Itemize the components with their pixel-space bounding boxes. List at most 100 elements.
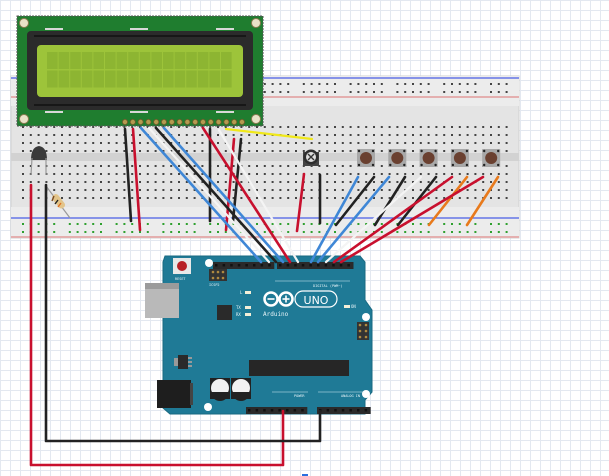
breadboard-hole	[232, 181, 235, 183]
wire	[332, 175, 454, 264]
push-button[interactable]	[357, 149, 375, 167]
breadboard-hole	[380, 126, 383, 128]
breadboard-hole	[505, 197, 508, 199]
breadboard-hole	[248, 126, 251, 128]
breadboard-hole	[248, 142, 251, 144]
breadboard-hole	[326, 181, 329, 183]
lcd-module[interactable]	[16, 15, 264, 127]
push-button[interactable]	[419, 149, 438, 167]
header-socket	[230, 264, 233, 267]
rail-hole	[466, 231, 469, 233]
breadboard-hole	[326, 165, 329, 167]
breadboard-hole	[193, 197, 196, 199]
breadboard-hole	[146, 150, 149, 152]
breadboard-hole	[263, 134, 266, 136]
rail-hole	[326, 91, 329, 93]
breadboard-hole	[84, 197, 87, 199]
button-leg	[357, 163, 361, 167]
breadboard-hole	[146, 142, 149, 144]
thermistor[interactable]	[30, 146, 47, 176]
lcd-pin	[184, 119, 191, 126]
button-cap	[360, 152, 372, 164]
breadboard-hole	[388, 142, 391, 144]
breadboard-hole	[490, 134, 492, 136]
breadboard-hole	[185, 189, 188, 191]
breadboard-hole	[170, 165, 173, 167]
lcd-char-cell	[70, 70, 81, 88]
breadboard-hole	[45, 150, 48, 152]
rail-hole	[466, 83, 469, 85]
icsp2-label: ICSP2	[209, 283, 220, 287]
lcd-char-cell	[128, 52, 139, 69]
usb-chip	[217, 305, 232, 320]
header-socket	[317, 264, 320, 267]
breadboard-hole	[458, 197, 461, 199]
breadboard-hole	[185, 126, 188, 128]
rail-hole	[302, 223, 305, 225]
rail-hole	[497, 83, 500, 85]
lcd-pin	[199, 119, 206, 126]
breadboard-hole	[37, 173, 40, 175]
breadboard-hole	[131, 173, 134, 175]
breadboard-hole	[146, 189, 149, 191]
resistor[interactable]	[45, 185, 71, 219]
button-cap	[391, 152, 404, 164]
breadboard-hole	[466, 126, 469, 128]
breadboard-hole	[412, 197, 414, 199]
lcd-char-cell	[70, 52, 81, 69]
rail-hole	[497, 91, 500, 93]
breadboard-hole	[334, 173, 336, 175]
rail-hole	[404, 91, 407, 93]
wire	[334, 175, 376, 227]
potentiometer[interactable]	[303, 149, 319, 167]
rail-hole	[100, 223, 102, 225]
header-socket	[324, 264, 328, 267]
breadboard-hole	[139, 150, 141, 152]
rail-hole	[76, 231, 79, 233]
breadboard-hole	[334, 150, 336, 152]
header-socket	[339, 264, 343, 267]
breadboard-hole	[84, 189, 87, 191]
rail-hole	[193, 223, 196, 225]
breadboard-hole	[497, 197, 500, 199]
breadboard-hole	[224, 150, 227, 152]
breadboard-hole	[279, 197, 282, 199]
breadboard-hole	[240, 189, 243, 191]
breadboard-hole	[451, 181, 453, 183]
push-button[interactable]	[450, 149, 469, 167]
breadboard-hole	[435, 134, 438, 136]
breadboard-hole	[279, 150, 282, 152]
breadboard-hole	[68, 181, 71, 183]
breadboard-hole	[217, 126, 219, 128]
breadboard-hole	[232, 197, 235, 199]
breadboard-hole	[131, 181, 134, 183]
arduino-uno[interactable]: RESET ICSP2	[145, 255, 373, 415]
breadboard-hole	[505, 189, 508, 191]
breadboard-hole	[123, 173, 126, 175]
breadboard-hole	[29, 181, 32, 183]
wires	[29, 126, 500, 467]
push-button[interactable]	[482, 149, 501, 167]
rail-hole	[349, 231, 352, 233]
rail-hole	[302, 83, 305, 85]
rail-hole	[131, 231, 134, 233]
breadboard-hole	[435, 173, 438, 175]
breadboard-hole	[248, 173, 251, 175]
push-button[interactable]	[388, 149, 407, 167]
breadboard-hole	[365, 181, 368, 183]
rail-hole	[451, 231, 453, 233]
breadboard-hole	[107, 134, 110, 136]
reset-button[interactable]	[173, 258, 191, 274]
breadboard-hole	[240, 150, 243, 152]
breadboard-hole	[279, 189, 282, 191]
lcd-pin	[207, 119, 214, 126]
button-leg	[483, 163, 486, 167]
lcd-char-cell	[139, 70, 151, 88]
breadboard-hole	[435, 189, 438, 191]
wire	[295, 172, 306, 233]
breadboard-hole	[302, 126, 305, 128]
lcd-char-cell	[93, 52, 104, 69]
capacitor	[210, 378, 230, 401]
breadboard-hole	[380, 189, 383, 191]
